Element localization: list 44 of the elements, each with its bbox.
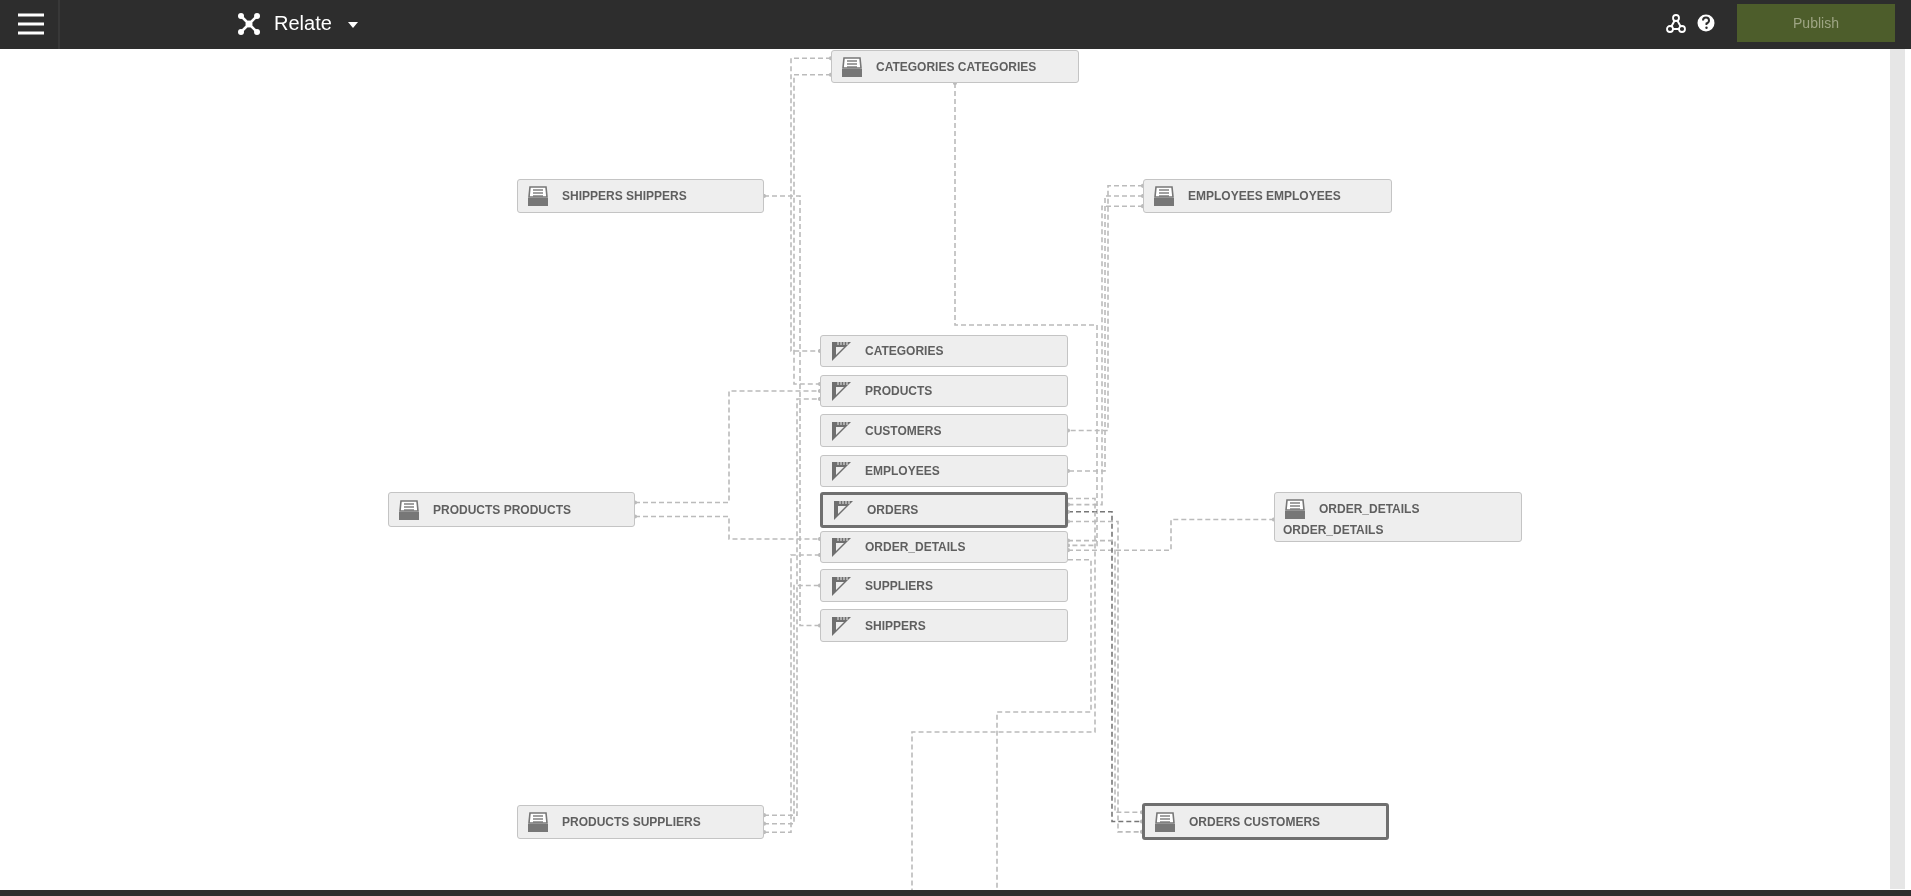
table-name: EMPLOYEES bbox=[865, 464, 940, 478]
relationship-line bbox=[761, 396, 823, 818]
table-node bbox=[1274, 492, 1522, 542]
table-name: ORDER_DETAILS bbox=[1283, 523, 1385, 537]
table-name: CATEGORIES bbox=[865, 344, 944, 358]
table-node bbox=[831, 50, 1079, 83]
relationship-line bbox=[793, 72, 834, 387]
table-name: ORDERS CUSTOMERS bbox=[1189, 814, 1321, 829]
publish-button: Publish bbox=[1737, 4, 1895, 42]
table-node bbox=[820, 569, 1068, 602]
relationship-line bbox=[1065, 517, 1277, 553]
relationship-line bbox=[632, 388, 823, 505]
table-node bbox=[517, 805, 764, 839]
table-node bbox=[820, 335, 1068, 367]
table-node bbox=[820, 414, 1068, 447]
table-node bbox=[517, 179, 764, 213]
table-name: EMPLOYEES EMPLOYEES bbox=[1188, 189, 1341, 203]
relationship-line bbox=[952, 80, 1098, 548]
table-name: ORDER_DETAILS bbox=[1319, 502, 1420, 516]
table-name: CATEGORIES CATEGORIES bbox=[876, 59, 1037, 74]
table-name: PRODUCTS bbox=[865, 384, 933, 398]
table-node bbox=[1142, 803, 1389, 840]
table-name: PRODUCTS SUPPLIERS bbox=[562, 815, 701, 829]
relationship-line bbox=[911, 497, 1096, 891]
table-node bbox=[820, 531, 1068, 563]
relationship-line bbox=[996, 559, 1092, 891]
page-title: Relate bbox=[274, 12, 332, 35]
table-node bbox=[388, 492, 635, 527]
table-name: CUSTOMERS bbox=[865, 423, 942, 438]
relationship-line bbox=[1065, 183, 1146, 433]
relationship-line bbox=[761, 193, 823, 628]
table-node bbox=[820, 609, 1068, 642]
relationship-line bbox=[790, 56, 834, 354]
table-name: SHIPPERS SHIPPERS bbox=[562, 189, 687, 203]
table-name: SHIPPERS bbox=[865, 618, 926, 633]
table-name: ORDERS bbox=[867, 503, 919, 517]
table-node bbox=[1143, 179, 1392, 213]
table-name: SUPPLIERS bbox=[865, 578, 933, 593]
table-name: ORDER_DETAILS bbox=[865, 540, 966, 554]
table-node bbox=[820, 455, 1068, 487]
table-node bbox=[820, 492, 1068, 528]
table-node bbox=[820, 375, 1068, 407]
relationship-line bbox=[632, 514, 823, 542]
table-name: PRODUCTS PRODUCTS bbox=[433, 502, 571, 517]
